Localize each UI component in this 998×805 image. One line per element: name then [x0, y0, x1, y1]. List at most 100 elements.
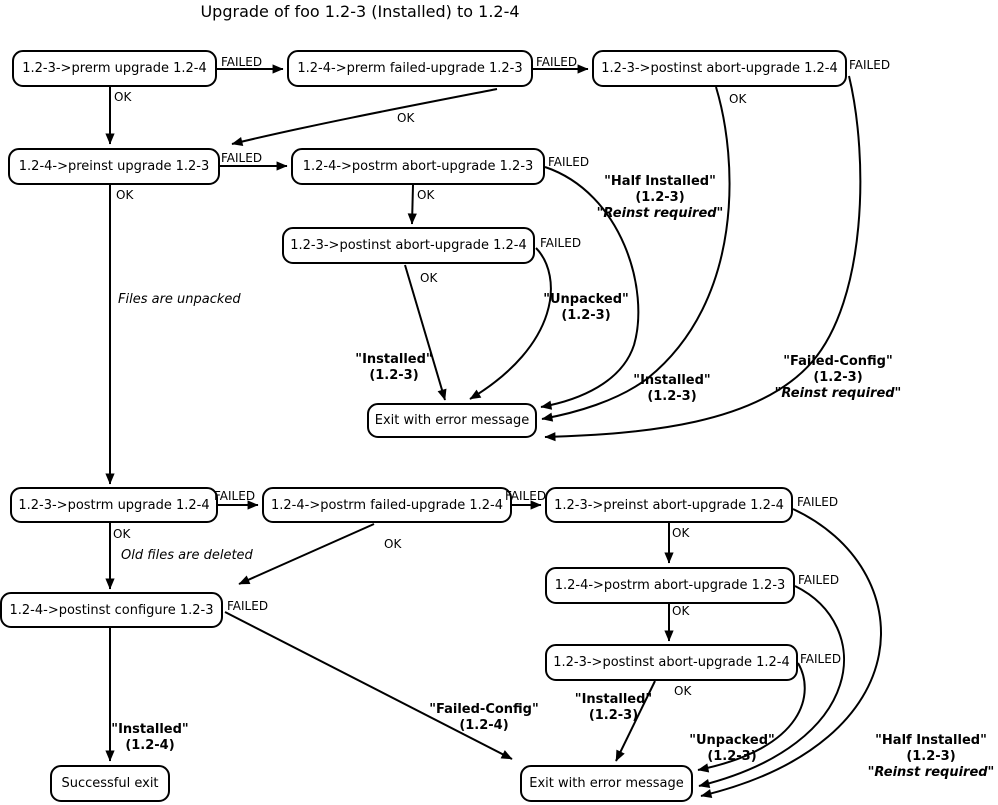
edge-postinstconfigure-failed — [224, 611, 513, 760]
node-label: 1.2-4->postrm abort-upgrade 1.2-3 — [302, 159, 534, 174]
state-line: (1.2-3) — [813, 370, 863, 385]
edge-label-ok: OK — [729, 92, 747, 106]
node-label: Exit with error message — [529, 776, 684, 791]
edge-label-ok: OK — [114, 90, 132, 104]
state-line: (1.2-3) — [707, 749, 757, 764]
state-label-failed-config-123: "Failed-Config" (1.2-3) "Reinst required… — [772, 354, 904, 402]
edge-label-failed: FAILED — [505, 489, 547, 503]
state-line: "Reinst required" — [867, 765, 995, 780]
node-postinst-abort-upgrade-mid: 1.2-3->postinst abort-upgrade 1.2-4 — [282, 227, 535, 264]
node-exit-error-bottom: Exit with error message — [520, 765, 693, 802]
state-line: (1.2-3) — [561, 308, 611, 323]
state-line: "Installed" — [633, 373, 711, 388]
node-label: 1.2-3->prerm upgrade 1.2-4 — [22, 61, 207, 76]
node-label: 1.2-3->postinst abort-upgrade 1.2-4 — [290, 238, 527, 253]
edge-preinstabort-failed — [700, 508, 882, 799]
node-label: 1.2-4->postinst configure 1.2-3 — [9, 602, 214, 618]
node-preinst-upgrade: 1.2-4->preinst upgrade 1.2-3 — [8, 148, 220, 185]
node-postinst-abort-upgrade-top: 1.2-3->postinst abort-upgrade 1.2-4 — [592, 50, 847, 87]
node-postrm-abort-upgrade-bottom: 1.2-4->postrm abort-upgrade 1.2-3 — [545, 567, 795, 604]
state-label-unpacked-123: "Unpacked" (1.2-3) — [682, 733, 782, 765]
edge-label-failed: FAILED — [536, 55, 578, 69]
state-line: "Half Installed" — [604, 174, 716, 189]
state-line: (1.2-4) — [125, 738, 175, 753]
edge-note-files-unpacked: Files are unpacked — [118, 292, 241, 307]
node-prerm-failed-upgrade: 1.2-4->prerm failed-upgrade 1.2-3 — [287, 50, 533, 87]
node-prerm-upgrade: 1.2-3->prerm upgrade 1.2-4 — [12, 50, 217, 87]
node-label: Exit with error message — [374, 413, 530, 428]
state-label-unpacked-123: "Unpacked" (1.2-3) — [536, 292, 636, 324]
node-postinst-abort-upgrade-bottom: 1.2-3->postinst abort-upgrade 1.2-4 — [545, 644, 798, 681]
edge-label-failed: FAILED — [849, 58, 891, 72]
node-preinst-abort-upgrade: 1.2-3->preinst abort-upgrade 1.2-4 — [545, 487, 793, 523]
state-line: "Installed" — [111, 722, 189, 737]
state-line: "Unpacked" — [689, 733, 775, 748]
node-label: 1.2-4->preinst upgrade 1.2-3 — [18, 159, 210, 174]
state-line: (1.2-4) — [459, 718, 509, 733]
edge-label-ok: OK — [417, 188, 435, 202]
state-line: "Installed" — [574, 692, 653, 707]
node-exit-error-top: Exit with error message — [367, 403, 537, 438]
state-label-installed-123: "Installed" (1.2-3) — [350, 352, 438, 384]
edge-postinstabortmid-failed — [469, 247, 552, 400]
node-label: Successful exit — [61, 776, 159, 791]
edge-postinstabortbot-ok — [615, 680, 656, 762]
edge-label-ok: OK — [384, 537, 402, 551]
edge-label-ok: OK — [672, 526, 690, 540]
node-label: 1.2-4->postrm failed-upgrade 1.2-4 — [271, 497, 503, 513]
edge-label-ok: OK — [397, 111, 415, 125]
edge-label-failed: FAILED — [221, 151, 263, 165]
state-label-failed-config-124: "Failed-Config" (1.2-4) — [424, 702, 544, 734]
edge-label-failed: FAILED — [221, 55, 263, 69]
state-line: "Unpacked" — [543, 292, 629, 307]
state-label-half-installed-123: "Half Installed" (1.2-3) "Reinst require… — [864, 733, 998, 781]
edge-label-failed: FAILED — [800, 652, 842, 666]
edge-label-failed: FAILED — [797, 495, 839, 509]
node-label: 1.2-4->prerm failed-upgrade 1.2-3 — [297, 61, 523, 76]
edge-prermfailed-ok — [231, 88, 498, 147]
edge-label-ok: OK — [116, 188, 134, 202]
node-label: 1.2-3->preinst abort-upgrade 1.2-4 — [554, 497, 784, 513]
state-line: "Installed" — [355, 352, 433, 367]
node-postrm-failed-upgrade: 1.2-4->postrm failed-upgrade 1.2-4 — [262, 487, 512, 523]
state-line: (1.2-3) — [647, 389, 697, 404]
node-label: 1.2-3->postinst abort-upgrade 1.2-4 — [601, 61, 838, 76]
edge-label-failed: FAILED — [548, 155, 590, 169]
edge-label-ok: OK — [420, 271, 438, 285]
edge-postinstaborttop-ok — [541, 86, 731, 422]
state-line: (1.2-3) — [906, 749, 956, 764]
node-postinst-configure: 1.2-4->postinst configure 1.2-3 — [0, 592, 223, 628]
state-line: (1.2-3) — [369, 368, 419, 383]
state-line: "Reinst required" — [774, 386, 902, 401]
edge-label-failed: FAILED — [540, 236, 582, 250]
edge-label-failed: FAILED — [798, 573, 840, 587]
node-label: 1.2-4->postrm abort-upgrade 1.2-3 — [554, 578, 786, 593]
node-label: 1.2-3->postinst abort-upgrade 1.2-4 — [553, 655, 790, 670]
state-label-installed-124: "Installed" (1.2-4) — [100, 722, 200, 754]
state-line: (1.2-3) — [635, 190, 685, 205]
edge-postrmabortmid-ok — [407, 184, 417, 225]
node-postrm-upgrade: 1.2-3->postrm upgrade 1.2-4 — [10, 487, 218, 523]
state-line: "Half Installed" — [875, 733, 987, 748]
edge-label-ok: OK — [113, 527, 131, 541]
edge-postinstabortmid-ok — [404, 264, 447, 401]
edge-note-old-files-deleted: Old files are deleted — [121, 548, 253, 563]
diagram-title: Upgrade of foo 1.2-3 (Installed) to 1.2-… — [200, 2, 520, 21]
node-successful-exit: Successful exit — [50, 765, 170, 802]
state-label-installed-123: "Installed" (1.2-3) — [622, 373, 722, 405]
edge-postrmabortbot-failed — [698, 585, 846, 788]
state-line: "Failed-Config" — [783, 354, 893, 369]
edge-postrmabortmid-failed — [540, 166, 640, 410]
edge-label-failed: FAILED — [227, 599, 269, 613]
state-line: (1.2-3) — [588, 708, 639, 723]
node-postrm-abort-upgrade-mid: 1.2-4->postrm abort-upgrade 1.2-3 — [291, 148, 545, 185]
edge-postinstaborttop-failed — [544, 75, 862, 442]
state-label-half-installed-123: "Half Installed" (1.2-3) "Reinst require… — [576, 174, 744, 222]
edge-label-ok: OK — [674, 684, 692, 698]
edge-postinstabortbot-failed — [697, 662, 806, 773]
edge-label-ok: OK — [672, 604, 690, 618]
node-label: 1.2-3->postrm upgrade 1.2-4 — [18, 497, 210, 513]
state-label-installed-123: "Installed" (1.2-3) — [566, 692, 661, 724]
